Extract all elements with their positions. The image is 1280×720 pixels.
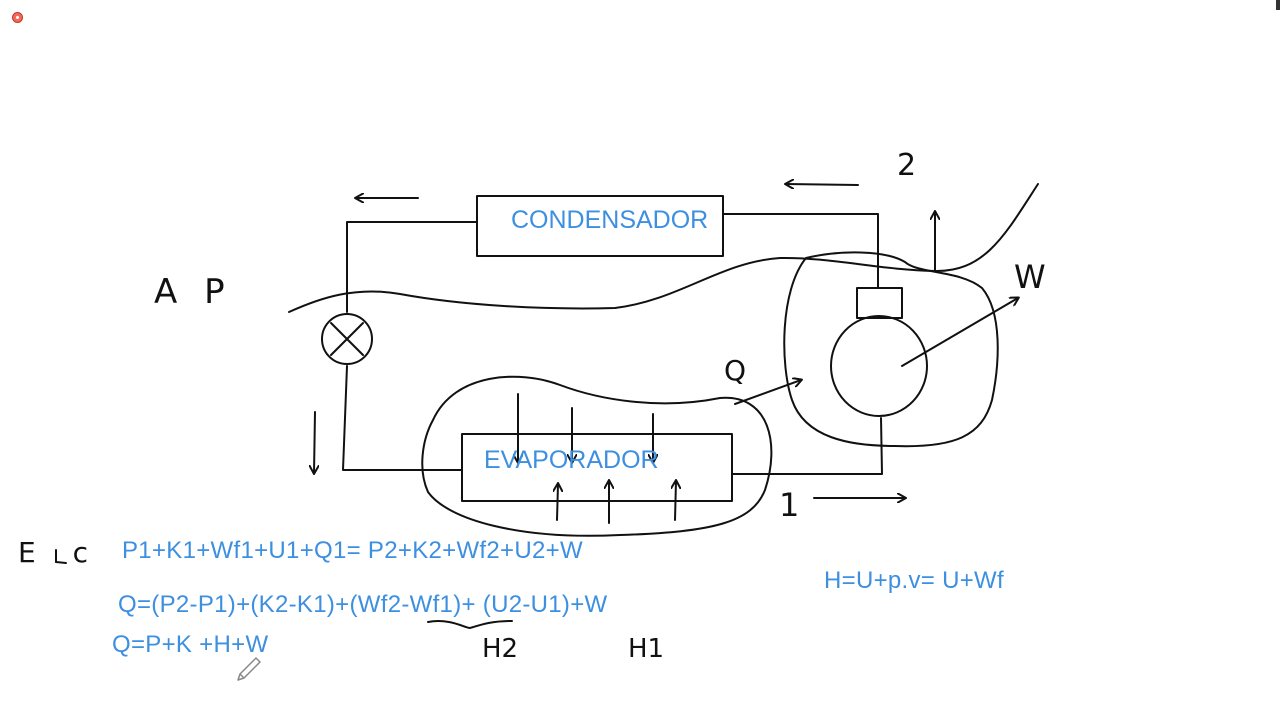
heat-expanded-equation: Q=(P2-P1)+(K2-K1)+(Wf2-Wf1)+ (U2-U1)+W [118, 591, 608, 618]
state-1-label: 1 [779, 486, 800, 524]
h1-annotation: H1 [628, 634, 665, 664]
work-arrow [901, 298, 1018, 367]
h2-annotation: H2 [482, 634, 519, 664]
flow-arrow-down [314, 411, 315, 473]
window-edge-mark [1276, 0, 1280, 10]
evaporator-box [461, 433, 733, 502]
compressor-control-volume [783, 251, 999, 448]
pipe-valve-to-evaporator [342, 365, 463, 471]
compressor-icon [830, 287, 928, 417]
ec-subscript-mark [55, 561, 67, 564]
heat-short-equation: Q=P+K +H+W [112, 631, 269, 658]
heat-input-arrow [734, 380, 801, 405]
enthalpy-equation: H=U+p.v= U+Wf [824, 567, 1004, 594]
pipe-compressor-to-condenser [722, 213, 879, 289]
flow-arrow-top-right [786, 184, 859, 185]
evaporator-control-volume [421, 375, 773, 537]
ec-label: E c [18, 536, 102, 569]
energy-balance-equation: P1+K1+Wf1+U1+Q1= P2+K2+Wf2+U2+W [122, 537, 583, 564]
pipe-condenser-to-valve [346, 221, 478, 313]
work-w-label: W [1014, 258, 1046, 296]
pen-cursor-icon [237, 657, 261, 681]
condenser-label: CONDENSADOR [511, 206, 709, 234]
evaporator-label: EVAPORADOR [484, 446, 659, 474]
heat-q-label: Q [724, 354, 747, 387]
ap-label: A P [154, 272, 233, 312]
pipe-evaporator-to-compressor [731, 417, 883, 475]
h2-underline-brace [427, 620, 513, 629]
state-2-label: 2 [897, 148, 917, 183]
evaporator-heat-arrows-down [518, 393, 653, 462]
record-indicator-icon [12, 12, 23, 23]
condenser-box [476, 195, 724, 257]
expansion-valve-icon [321, 313, 373, 365]
evaporator-heat-arrows-up [557, 481, 676, 524]
boundary-wavy-line [288, 183, 1039, 313]
